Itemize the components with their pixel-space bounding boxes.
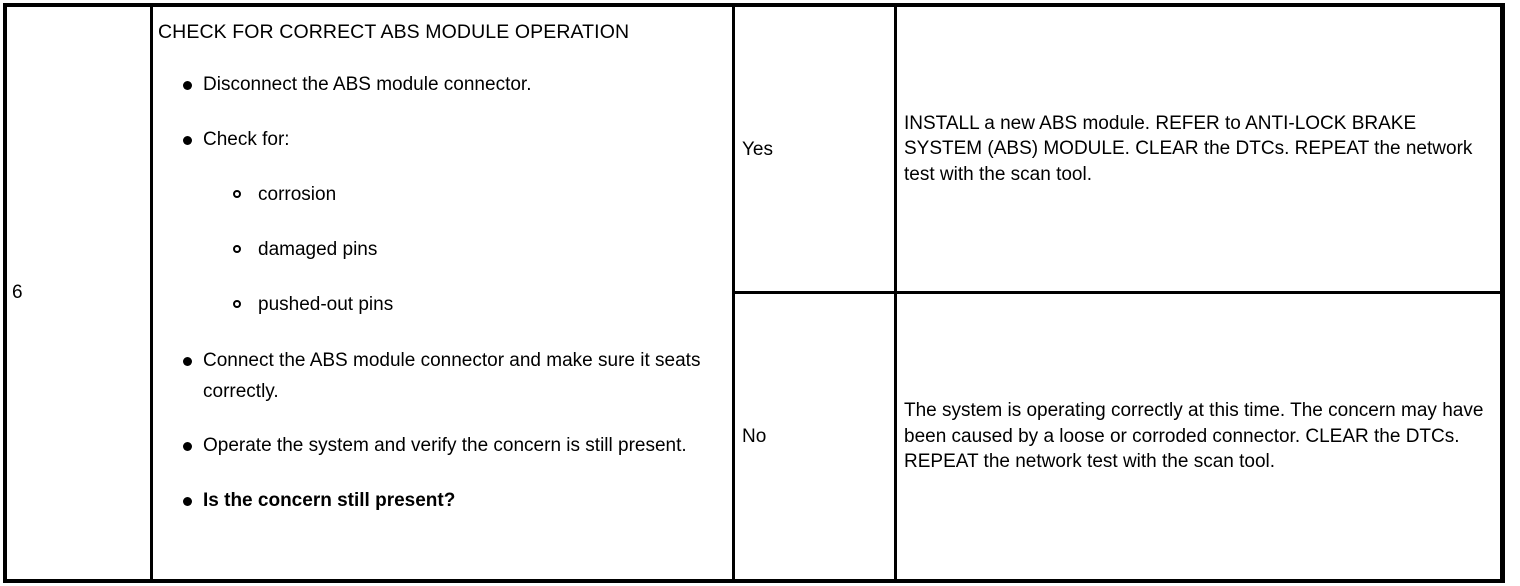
sub-bullet-text: pushed-out pins: [258, 294, 394, 315]
list-item: corrosion: [203, 180, 724, 210]
action-cell-no: The system is operating correctly at thi…: [897, 294, 1500, 579]
list-item-question: Is the concern still present?: [158, 486, 724, 517]
bullet-text: Operate the system and verify the concer…: [203, 435, 687, 456]
outcome-columns: Yes INSTALL a new ABS module. REFER to A…: [735, 7, 1500, 579]
bullet-text: Disconnect the ABS module connector.: [203, 74, 532, 95]
action-cell-yes: INSTALL a new ABS module. REFER to ANTI-…: [897, 7, 1500, 291]
list-item: Operate the system and verify the concer…: [158, 431, 724, 462]
diagnostic-procedure-table: 6 CHECK FOR CORRECT ABS MODULE OPERATION…: [3, 3, 1505, 583]
list-item: Check for: corrosion damaged pins pushed…: [158, 125, 724, 321]
action-text: The system is operating correctly at thi…: [904, 400, 1484, 473]
sub-bullet-text: corrosion: [258, 184, 337, 205]
table-row: Yes INSTALL a new ABS module. REFER to A…: [735, 7, 1500, 294]
table-row: No The system is operating correctly at …: [735, 294, 1500, 579]
instruction-column: CHECK FOR CORRECT ABS MODULE OPERATION D…: [153, 7, 735, 579]
answer-label: No: [742, 426, 767, 447]
list-item: Disconnect the ABS module connector.: [158, 70, 724, 101]
answer-label: Yes: [742, 138, 773, 160]
step-number-column: 6: [7, 7, 153, 579]
list-item: Connect the ABS module connector and mak…: [158, 346, 724, 407]
step-number: 6: [12, 282, 23, 303]
list-item: pushed-out pins: [203, 290, 724, 320]
check-for-sublist: corrosion damaged pins pushed-out pins: [203, 180, 724, 320]
answer-yes: Yes: [735, 7, 897, 291]
list-item: damaged pins: [203, 235, 724, 265]
answer-no: No: [735, 294, 897, 579]
bullet-text: Connect the ABS module connector and mak…: [203, 350, 701, 402]
action-text: INSTALL a new ABS module. REFER to ANTI-…: [904, 112, 1473, 185]
bullet-text: Check for:: [203, 128, 290, 150]
instruction-title: CHECK FOR CORRECT ABS MODULE OPERATION: [158, 21, 630, 43]
sub-bullet-text: damaged pins: [258, 239, 378, 260]
bullet-text: Is the concern still present?: [203, 489, 456, 511]
instruction-bullet-list: Disconnect the ABS module connector. Che…: [158, 70, 724, 516]
